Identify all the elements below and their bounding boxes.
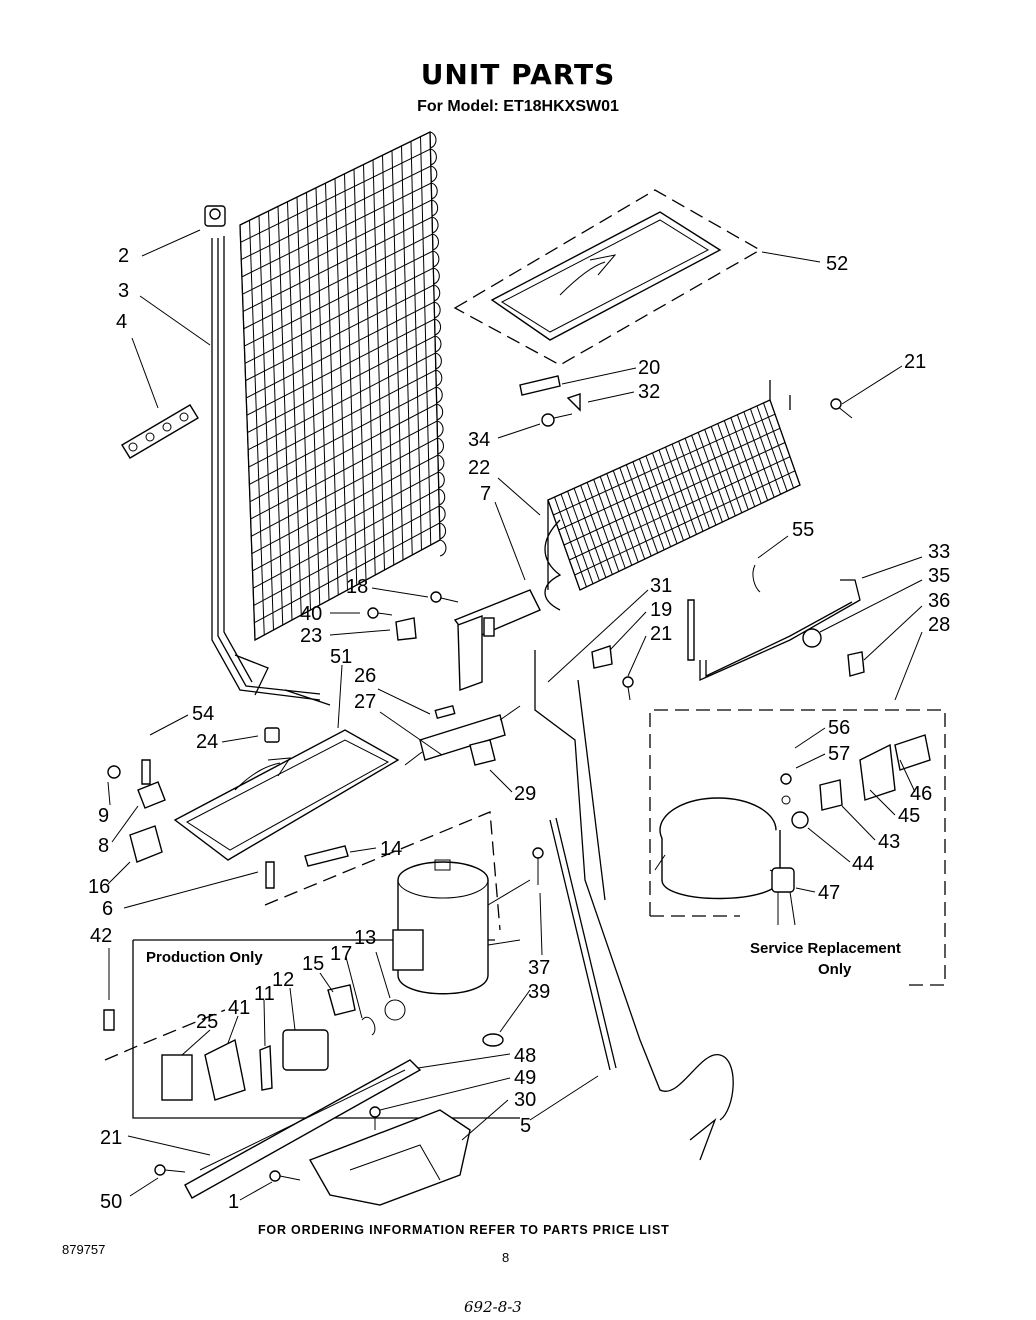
condenser-coil xyxy=(211,130,447,706)
callout-13: 13 xyxy=(354,927,376,949)
callout-54: 54 xyxy=(192,703,214,725)
callout-22: 22 xyxy=(468,457,490,479)
callout-1: 1 xyxy=(228,1191,239,1213)
callout-9: 9 xyxy=(98,805,109,827)
callout-56: 56 xyxy=(828,717,850,739)
callout-57: 57 xyxy=(828,743,850,765)
callout-41: 41 xyxy=(228,997,250,1019)
doc-number: 879757 xyxy=(62,1242,105,1257)
callout-52: 52 xyxy=(826,253,848,275)
compressor xyxy=(392,859,531,995)
callout-7: 7 xyxy=(480,483,491,505)
service-replacement-box xyxy=(649,709,946,986)
callout-29: 29 xyxy=(514,783,536,805)
callout-24: 24 xyxy=(196,731,218,753)
callout-11: 11 xyxy=(254,983,275,1005)
ordering-note: FOR ORDERING INFORMATION REFER TO PARTS … xyxy=(258,1223,670,1237)
leader-lines xyxy=(107,229,923,1201)
callout-20: 20 xyxy=(638,357,660,379)
callout-45: 45 xyxy=(898,805,920,827)
callout-23: 23 xyxy=(300,625,322,647)
callout-50: 50 xyxy=(100,1191,122,1213)
callout-28: 28 xyxy=(928,614,950,636)
part-4-clamp-strip xyxy=(121,404,199,459)
callout-14: 14 xyxy=(380,838,402,860)
callout-51: 51 xyxy=(330,646,352,668)
callout-37: 37 xyxy=(528,957,550,979)
callout-19: 19 xyxy=(650,599,672,621)
page-subtitle: For Model: ET18HKXSW01 xyxy=(417,98,619,115)
handwritten-note: 692-8-3 xyxy=(464,1298,522,1316)
service-only-label: Only xyxy=(818,961,852,978)
callout-15: 15 xyxy=(302,953,324,975)
callout-39: 39 xyxy=(528,981,550,1003)
callout-42: 42 xyxy=(90,925,112,947)
callout-44: 44 xyxy=(852,853,874,875)
service-replacement-label: Service Replacement xyxy=(750,940,901,957)
callout-21a: 21 xyxy=(904,351,926,373)
small-fasteners xyxy=(367,375,865,701)
callout-40: 40 xyxy=(300,603,322,625)
misc-small-parts-left xyxy=(107,727,349,889)
callout-17: 17 xyxy=(330,943,352,965)
evaporator-bracket xyxy=(453,589,541,691)
production-electrical-parts xyxy=(103,847,544,1101)
callout-47: 47 xyxy=(818,882,840,904)
callout-5: 5 xyxy=(520,1115,531,1137)
production-only-label: Production Only xyxy=(146,949,263,966)
callout-21b: 21 xyxy=(650,623,672,645)
callout-35: 35 xyxy=(928,565,950,587)
callout-12: 12 xyxy=(272,969,294,991)
callout-46: 46 xyxy=(910,783,932,805)
callout-48: 48 xyxy=(514,1045,536,1067)
callout-8: 8 xyxy=(98,835,109,857)
part-2-clip xyxy=(204,205,226,227)
part-30-base-bracket xyxy=(154,1059,471,1206)
callout-55: 55 xyxy=(792,519,814,541)
callout-labels: 2 3 4 52 20 32 21 34 22 7 55 33 35 36 28… xyxy=(88,245,950,1213)
callout-33: 33 xyxy=(928,541,950,563)
page-title: UNIT PARTS xyxy=(420,58,616,91)
part-52-drain-pan xyxy=(453,189,762,366)
part-33-heater xyxy=(699,579,861,682)
callout-43: 43 xyxy=(878,831,900,853)
part-27-drier xyxy=(404,704,521,766)
evaporator-coil xyxy=(544,380,801,611)
callout-2: 2 xyxy=(118,245,129,267)
callout-27: 27 xyxy=(354,691,376,713)
callout-21c: 21 xyxy=(100,1127,122,1149)
page-number: 8 xyxy=(502,1250,509,1265)
part-51-drain-pan xyxy=(173,729,400,861)
callout-3: 3 xyxy=(118,280,129,302)
callout-32: 32 xyxy=(638,381,660,403)
callout-36: 36 xyxy=(928,590,950,612)
callout-34: 34 xyxy=(468,429,490,451)
callout-18: 18 xyxy=(346,576,368,598)
callout-31: 31 xyxy=(650,575,672,597)
tubing xyxy=(534,650,734,1161)
callout-49: 49 xyxy=(514,1067,536,1089)
callout-4: 4 xyxy=(116,311,127,333)
callout-30: 30 xyxy=(514,1089,536,1111)
callout-25: 25 xyxy=(196,1011,218,1033)
callout-26: 26 xyxy=(354,665,376,687)
callout-6: 6 xyxy=(102,898,113,920)
callout-16: 16 xyxy=(88,876,110,898)
